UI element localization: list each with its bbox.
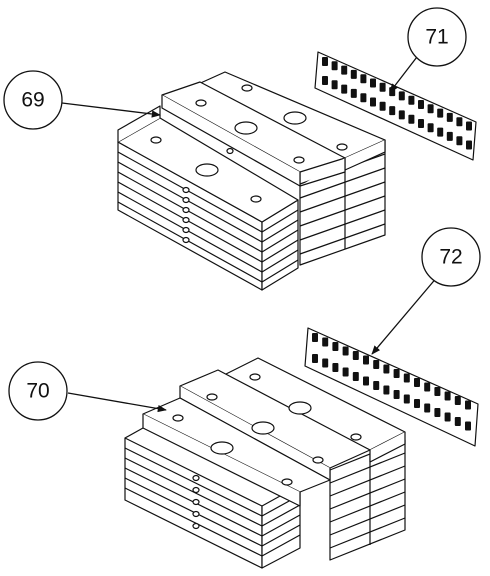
contact-slot xyxy=(379,101,386,111)
callout-bubble-69: 69 xyxy=(3,70,63,130)
strip-72-slots xyxy=(312,333,471,431)
contact-slot xyxy=(370,78,376,88)
lower-top-bar-front xyxy=(124,397,331,507)
contact-slot xyxy=(363,355,369,365)
contact-slot xyxy=(350,88,357,98)
contact-slot xyxy=(444,412,451,422)
contact-slot xyxy=(383,364,390,374)
contact-slot xyxy=(342,346,349,356)
contact-slot xyxy=(414,399,420,408)
contact-slot xyxy=(398,91,405,101)
contact-slot xyxy=(403,394,410,404)
lower-block-stack xyxy=(124,357,406,569)
leader-71 xyxy=(389,52,421,93)
contact-slot xyxy=(446,131,453,141)
contact-slot xyxy=(437,108,444,118)
contact-slot xyxy=(341,84,348,94)
contact-slot xyxy=(373,360,380,369)
callout-label-70: 70 xyxy=(26,380,49,403)
contact-slot xyxy=(454,417,461,426)
strip-71-slots xyxy=(322,57,472,150)
contact-slot xyxy=(322,57,328,66)
connector-strip-72 xyxy=(304,327,479,447)
contact-slot xyxy=(342,367,349,377)
upper-holes xyxy=(150,84,348,244)
contact-slot xyxy=(341,65,348,75)
contact-slot xyxy=(379,82,386,92)
contact-slot xyxy=(424,382,431,392)
contact-slot xyxy=(444,391,451,401)
contact-slot xyxy=(332,363,339,372)
connector-strip-71 xyxy=(314,51,477,161)
contact-slot xyxy=(373,381,380,390)
leader-lines xyxy=(61,52,439,413)
contact-slot xyxy=(350,69,357,79)
leader-72 xyxy=(371,275,439,355)
contact-slot xyxy=(434,408,441,417)
contact-slot xyxy=(360,93,367,103)
contact-slot xyxy=(383,385,390,395)
contact-slot xyxy=(312,354,318,363)
contact-slot xyxy=(360,74,367,84)
callout-bubble-70: 70 xyxy=(8,361,68,421)
contact-slot xyxy=(331,80,338,90)
callout-label-72: 72 xyxy=(439,246,462,269)
contact-slot xyxy=(424,403,431,413)
upper-block-stack xyxy=(117,71,386,291)
contact-slot xyxy=(465,400,471,410)
callout-label-69: 69 xyxy=(21,89,44,112)
contact-slot xyxy=(427,123,434,133)
contact-slot xyxy=(418,100,424,109)
contact-slot xyxy=(466,140,472,150)
lower-stack-right xyxy=(329,439,406,561)
contact-slot xyxy=(456,136,463,146)
contact-slot xyxy=(352,372,359,381)
contact-slot xyxy=(322,337,329,347)
contact-slot xyxy=(331,61,338,71)
contact-slot xyxy=(456,117,463,127)
contact-slot xyxy=(408,95,415,105)
contact-slot xyxy=(352,351,359,360)
upper-stack-right xyxy=(299,139,386,266)
contact-slot xyxy=(312,333,318,342)
contact-slot xyxy=(446,112,453,122)
contact-slot xyxy=(414,378,420,387)
contact-slot xyxy=(393,369,400,378)
callout-bubble-71: 71 xyxy=(407,7,467,67)
contact-slot xyxy=(437,127,444,137)
contact-slot xyxy=(398,110,405,120)
contact-slot xyxy=(403,373,410,383)
contact-slot xyxy=(322,76,328,85)
contact-slot xyxy=(393,390,400,399)
callout-label-71: 71 xyxy=(425,26,448,49)
upper-stack-left xyxy=(117,141,299,291)
contact-slot xyxy=(434,387,441,396)
contact-slot xyxy=(466,121,472,131)
contact-slot xyxy=(465,421,471,431)
contact-slot xyxy=(389,106,396,116)
callout-bubble-72: 72 xyxy=(421,227,481,287)
lower-holes xyxy=(172,373,362,530)
lower-top-bar-mid xyxy=(179,369,371,481)
contact-slot xyxy=(363,376,369,386)
leader-70 xyxy=(67,392,167,413)
contact-slot xyxy=(408,114,415,124)
leader-69 xyxy=(61,102,161,118)
contact-slot xyxy=(332,342,339,351)
contact-slot xyxy=(322,358,329,368)
contact-slot xyxy=(370,97,376,107)
contact-slot xyxy=(418,119,424,128)
contact-slot xyxy=(427,104,434,114)
contact-slot xyxy=(454,396,461,405)
